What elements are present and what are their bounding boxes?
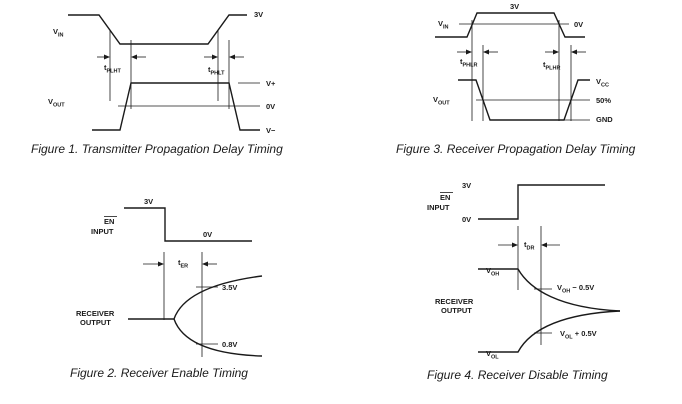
receiver-output-high — [128, 275, 263, 320]
figure-4-caption: Figure 4. Receiver Disable Timing — [427, 368, 608, 382]
tphlr-label: tPHLR — [460, 57, 478, 69]
arrow-left-icon — [131, 54, 137, 60]
arrow-right-icon — [212, 54, 218, 60]
figure-3-caption: Figure 3. Receiver Propagation Delay Tim… — [396, 142, 636, 156]
input-label: INPUT — [91, 227, 114, 236]
vin-waveform — [68, 14, 247, 45]
0v-label: 0V — [462, 215, 471, 224]
figure-1: VIN 3V tPLHT tPHLT VOUT V+ 0V V− Figure … — [31, 10, 283, 156]
arrow-left-icon — [483, 49, 489, 55]
en-label: EN — [104, 217, 114, 226]
tdr-label: tDR — [524, 240, 534, 252]
3v-label: 3V — [254, 10, 263, 19]
figure-2: 3V EN INPUT 0V tER RECEIVER OUTPUT 3.5V … — [70, 197, 263, 380]
vplus-label: V+ — [266, 79, 276, 88]
input-label: INPUT — [427, 203, 450, 212]
3v-label: 3V — [462, 181, 471, 190]
arrow-right-icon — [512, 242, 518, 248]
figure-2-caption: Figure 2. Receiver Enable Timing — [70, 366, 248, 380]
arrow-left-icon — [541, 242, 547, 248]
vol-plus-label: VOL + 0.5V — [560, 329, 597, 341]
vout-waveform — [92, 82, 260, 131]
arrow-right-icon — [466, 49, 472, 55]
tplhr-label: tPLHR — [543, 60, 561, 72]
3v-label: 3V — [144, 197, 153, 206]
en-waveform — [478, 184, 605, 220]
3v-label: 3V — [510, 2, 519, 11]
vout-label: VOUT — [433, 95, 450, 107]
tplht-label: tPLHT — [104, 63, 122, 75]
figure-3: VIN 3V 0V tPHLR tPLHR VOUT VCC 50% GND F… — [396, 2, 636, 156]
ter-label: tER — [178, 258, 188, 270]
vminus-label: V− — [266, 126, 276, 135]
vol-label: VOL — [486, 349, 499, 361]
vin-waveform — [435, 12, 585, 38]
receiver-output-high — [478, 268, 621, 312]
en-waveform — [124, 207, 252, 242]
vcc-label: VCC — [596, 77, 609, 89]
arrow-left-icon — [202, 261, 208, 267]
output-label: OUTPUT — [80, 318, 111, 327]
voh-label: VOH — [486, 266, 499, 278]
vin-label: VIN — [53, 27, 64, 39]
0v-label: 0V — [266, 102, 275, 111]
3.5v-label: 3.5V — [222, 283, 237, 292]
receiver-output-low — [478, 310, 621, 353]
arrow-right-icon — [553, 49, 559, 55]
arrow-left-icon — [571, 49, 577, 55]
receiver-label: RECEIVER — [76, 309, 115, 318]
arrow-right-icon — [104, 54, 110, 60]
0.8v-label: 0.8V — [222, 340, 237, 349]
50pct-label: 50% — [596, 96, 611, 105]
figure-1-caption: Figure 1. Transmitter Propagation Delay … — [31, 142, 283, 156]
vout-waveform — [458, 79, 590, 121]
tphlt-label: tPHLT — [208, 65, 225, 77]
en-label: EN — [440, 193, 450, 202]
0v-label: 0V — [574, 20, 583, 29]
arrow-left-icon — [229, 54, 235, 60]
vout-label: VOUT — [48, 97, 65, 109]
voh-minus-label: VOH − 0.5V — [557, 283, 594, 295]
arrow-right-icon — [158, 261, 164, 267]
0v-label: 0V — [203, 230, 212, 239]
figure-4: 3V EN INPUT 0V tDR VOH VOH − 0.5V RECEIV… — [427, 181, 621, 382]
output-label: OUTPUT — [441, 306, 472, 315]
vin-label: VIN — [438, 19, 449, 31]
receiver-output-low — [173, 318, 263, 357]
gnd-label: GND — [596, 115, 613, 124]
receiver-label: RECEIVER — [435, 297, 474, 306]
